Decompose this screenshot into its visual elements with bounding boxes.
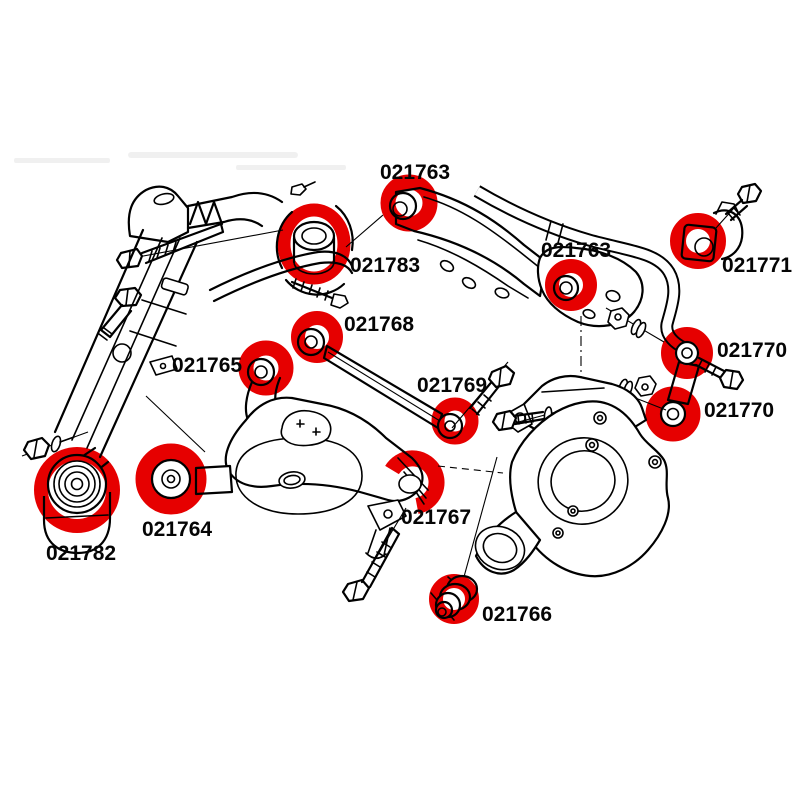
- highlight-021764: [135, 443, 207, 515]
- knuckle-art: [437, 374, 670, 585]
- part-label-021766: 021766: [482, 603, 552, 626]
- highlight-021766: [429, 574, 479, 624]
- part-label-021765: 021765: [172, 354, 242, 377]
- highlight-021783: [277, 203, 351, 285]
- highlight-021769: [431, 397, 479, 445]
- part-label-021764: 021764: [142, 518, 212, 541]
- part-label-021771: 021771: [722, 254, 792, 277]
- highlight-021763-rear: [545, 259, 597, 311]
- scan-artifacts: [14, 152, 346, 170]
- part-label-021769: 021769: [417, 374, 487, 397]
- part-label-021763-front: 021763: [380, 161, 450, 184]
- highlight-021770-upper: [661, 327, 713, 379]
- part-label-021770-lower: 021770: [704, 399, 774, 422]
- highlight-021770-lower: [645, 386, 701, 442]
- highlight-021768: [291, 311, 343, 363]
- highlight-021767: [385, 450, 445, 514]
- highlight-021771: [670, 213, 726, 269]
- subframe-art: [98, 181, 384, 341]
- part-label-021782: 021782: [46, 542, 116, 565]
- part-label-021768: 021768: [344, 313, 414, 336]
- part-label-021770-upper: 021770: [717, 339, 787, 362]
- lower-arm-art: [150, 376, 429, 603]
- bushing-highlights: [34, 174, 726, 624]
- part-label-021763-rear: 021763: [541, 239, 611, 262]
- highlight-021763-front: [380, 174, 438, 232]
- part-labels: 021763 021783 021763 021771 021768 02176…: [46, 161, 792, 626]
- part-label-021783: 021783: [350, 254, 420, 277]
- highlight-021782: [34, 447, 120, 533]
- highlight-021765: [238, 340, 294, 396]
- part-label-021767: 021767: [401, 506, 471, 529]
